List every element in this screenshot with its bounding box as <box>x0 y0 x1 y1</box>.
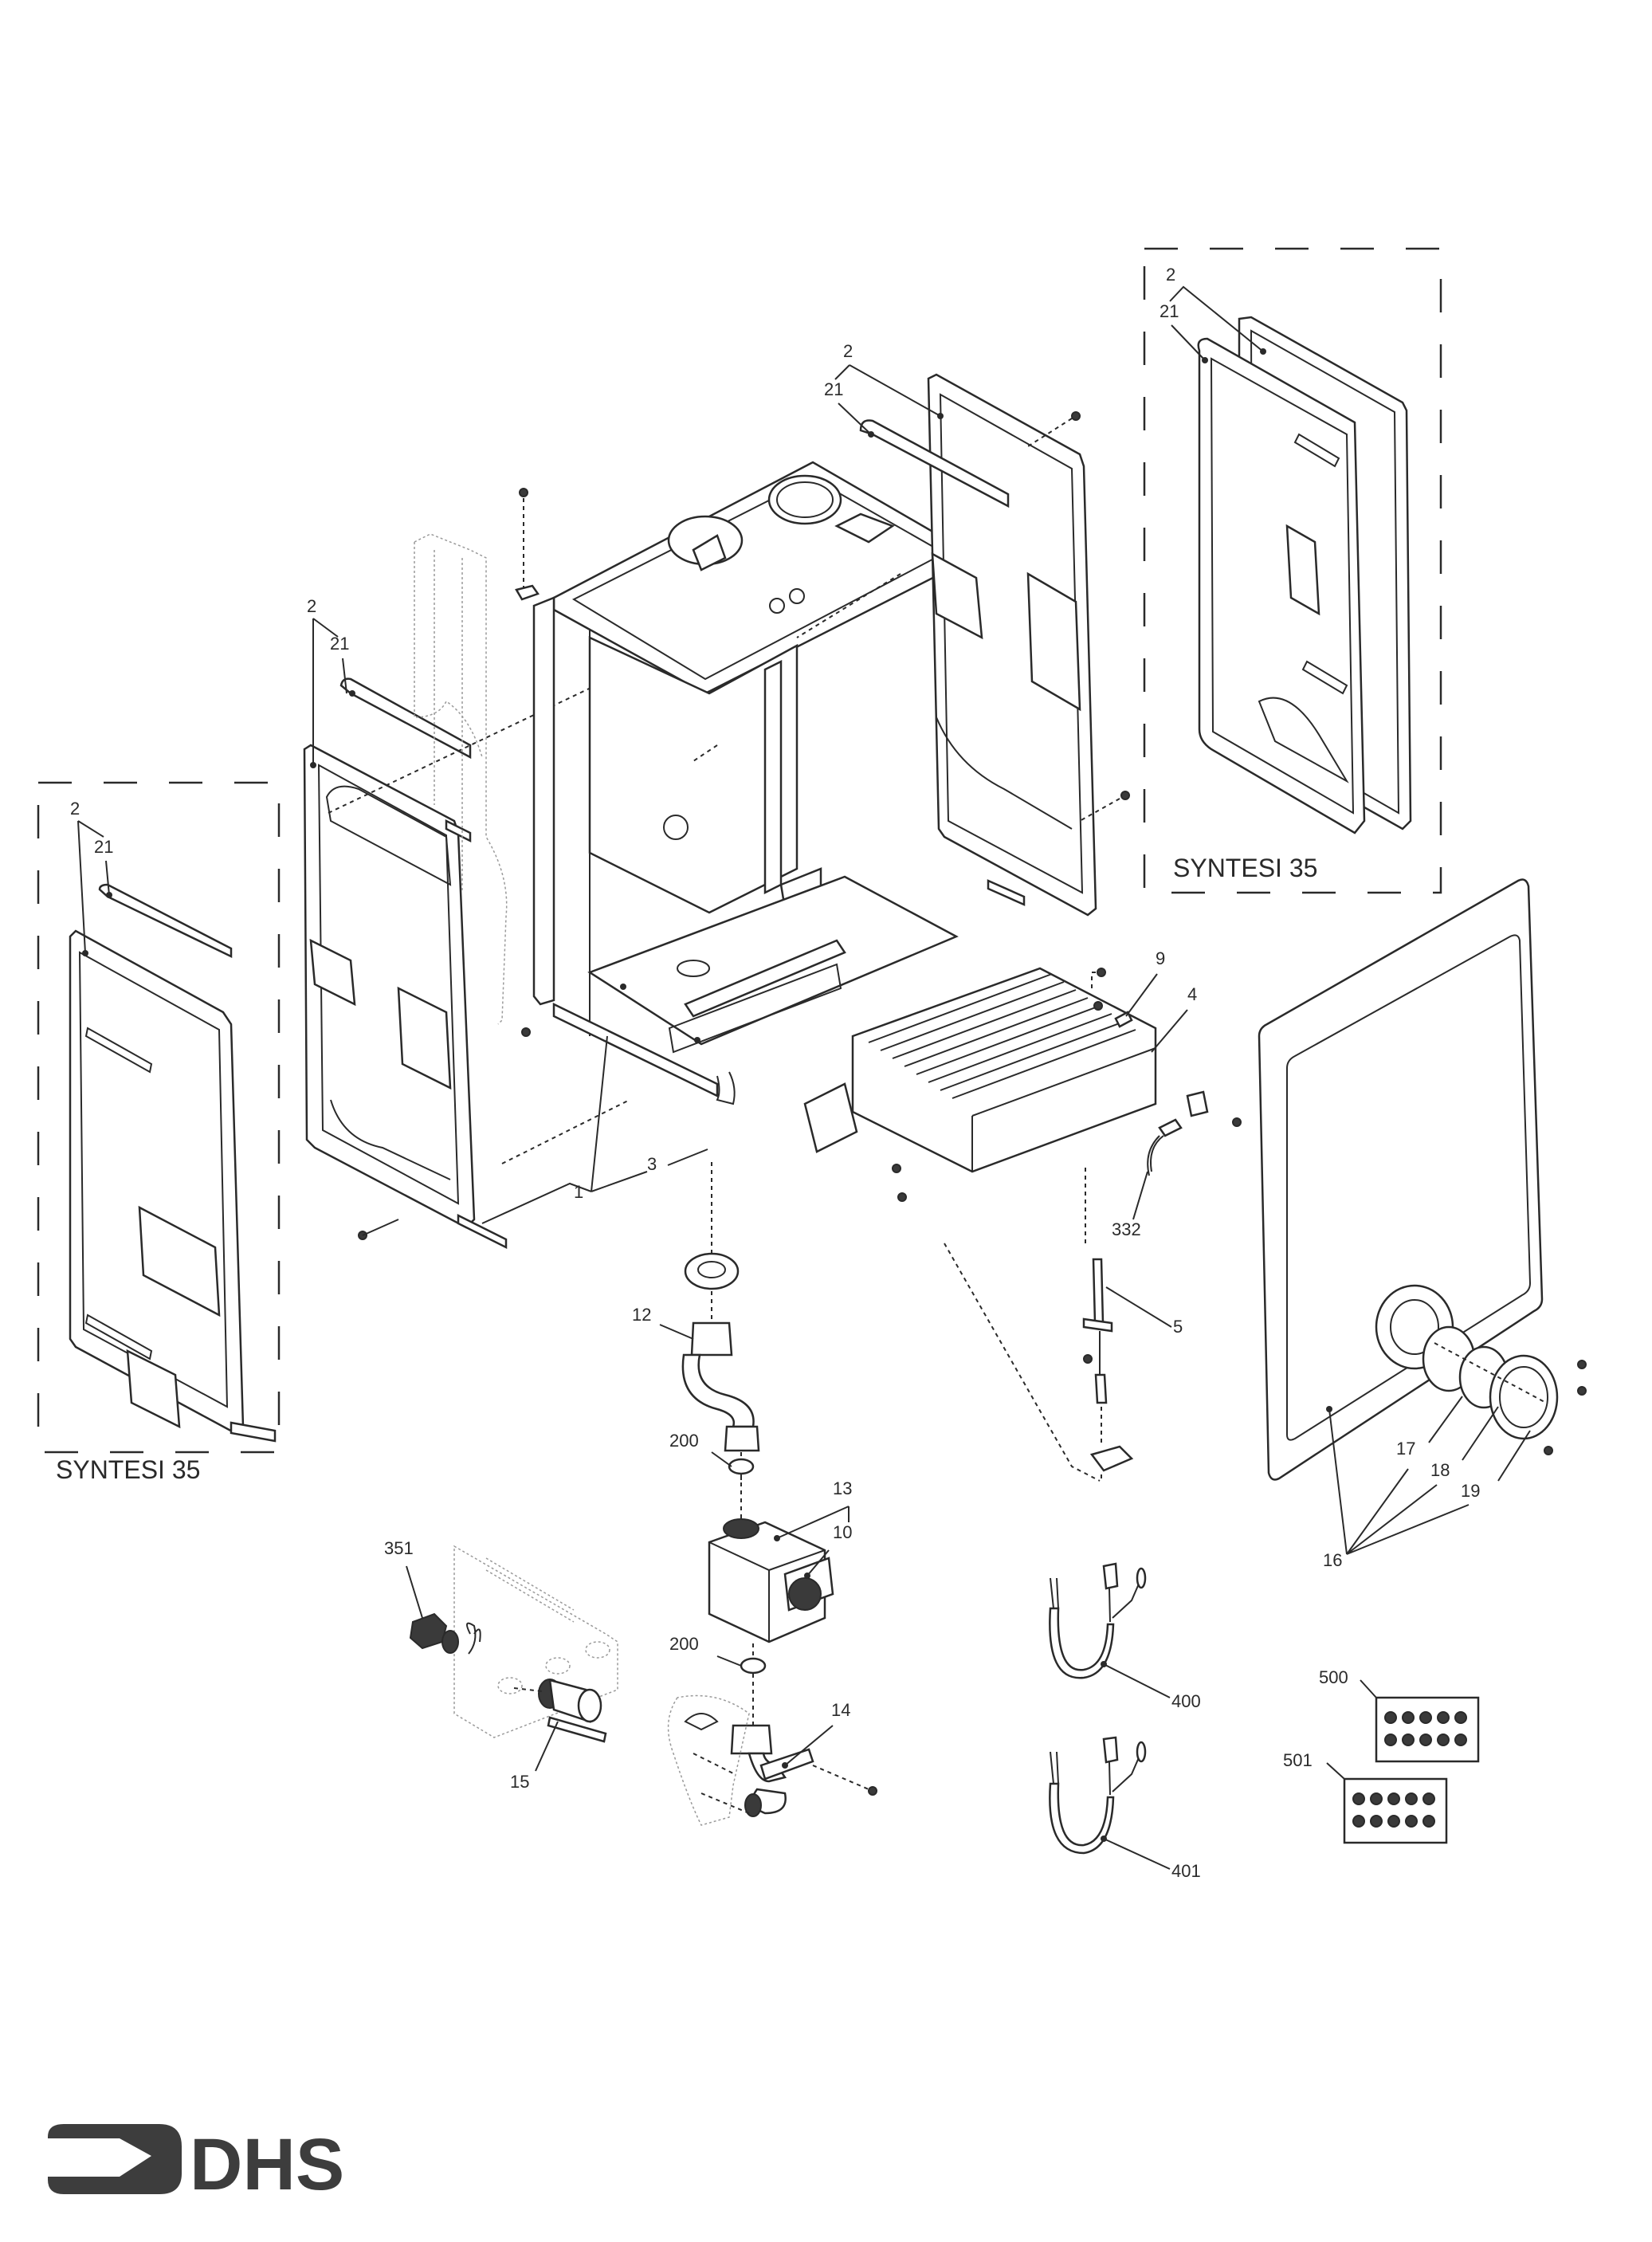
callout-4: 4 <box>1187 984 1197 1004</box>
cable-harness-400 <box>1049 1562 1147 1679</box>
callout-3: 3 <box>647 1154 657 1174</box>
callout-200: 200 <box>669 1634 699 1654</box>
washer <box>740 1657 767 1675</box>
callout-21: 21 <box>94 837 113 857</box>
burner-clip <box>1114 1011 1133 1028</box>
dashed-variant-border <box>1143 247 1442 894</box>
side-panel-left <box>303 677 508 1250</box>
screw <box>1071 411 1081 421</box>
injector <box>1402 1711 1415 1724</box>
screw <box>1232 1117 1242 1127</box>
callout-500: 500 <box>1319 1667 1348 1687</box>
injector-kit-500 <box>1375 1696 1480 1763</box>
electrode-bracket <box>1089 1445 1134 1472</box>
callout-10: 10 <box>833 1522 852 1542</box>
gas-cock <box>538 1679 607 1743</box>
callout-2: 2 <box>307 596 316 616</box>
side-panel-variant-left <box>69 883 277 1443</box>
callout-17: 17 <box>1396 1439 1415 1459</box>
callout-351: 351 <box>384 1538 414 1558</box>
callout-400: 400 <box>1171 1691 1201 1711</box>
injector <box>1454 1734 1467 1746</box>
grommet <box>684 1252 740 1290</box>
injector <box>1405 1792 1418 1805</box>
olive <box>441 1630 459 1654</box>
injector <box>1422 1815 1435 1828</box>
side-panel-variant-right <box>1197 316 1412 834</box>
injector <box>1352 1815 1365 1828</box>
callout-18: 18 <box>1430 1460 1450 1480</box>
side-panel-right <box>859 373 1097 917</box>
callout-13: 13 <box>833 1478 852 1498</box>
screw <box>1544 1446 1553 1455</box>
injector <box>1402 1734 1415 1746</box>
callout-2: 2 <box>843 341 853 361</box>
callout-14: 14 <box>831 1700 850 1720</box>
dhs-logo: DHS <box>48 2124 344 2200</box>
variant-label: SYNTESI 35 <box>1173 854 1317 882</box>
washer <box>728 1458 755 1475</box>
screw <box>868 1786 877 1796</box>
callout-19: 19 <box>1461 1481 1480 1501</box>
callout-200: 200 <box>669 1431 699 1451</box>
screw <box>892 1164 901 1173</box>
injector <box>1419 1734 1432 1746</box>
injector-kit-501 <box>1343 1777 1448 1844</box>
callout-21: 21 <box>330 634 349 654</box>
cable-harness-401 <box>1049 1736 1147 1855</box>
injector <box>1370 1792 1383 1805</box>
wall-bracket-ghost <box>414 533 508 1025</box>
screw <box>1093 1001 1103 1011</box>
injector <box>1387 1815 1400 1828</box>
callout-2: 2 <box>70 799 80 819</box>
callout-21: 21 <box>1160 301 1179 321</box>
injector <box>1384 1734 1397 1746</box>
screw <box>521 1027 531 1037</box>
screw <box>1083 1354 1093 1364</box>
injector <box>1387 1792 1400 1805</box>
injector <box>1422 1792 1435 1805</box>
screw <box>1577 1386 1587 1396</box>
gas-pipe <box>681 1321 760 1452</box>
callout-5: 5 <box>1173 1317 1183 1337</box>
electrode <box>1082 1258 1134 1482</box>
injector <box>1454 1711 1467 1724</box>
variant-label: SYNTESI 35 <box>56 1455 200 1484</box>
callout-9: 9 <box>1156 948 1165 968</box>
injector <box>1437 1711 1450 1724</box>
screw <box>897 1192 907 1202</box>
gas-valve <box>708 1518 834 1643</box>
injector <box>1419 1711 1432 1724</box>
callout-21: 21 <box>824 379 843 399</box>
burner <box>803 967 1157 1173</box>
arrow-right-icon <box>48 2124 182 2194</box>
main-frame <box>532 461 966 1105</box>
injector <box>1405 1815 1418 1828</box>
gas-bracket-ghost <box>667 1694 750 1826</box>
callout-16: 16 <box>1323 1550 1342 1570</box>
screw <box>1097 968 1106 977</box>
callout-2: 2 <box>1166 265 1175 285</box>
variant-box-left: SYNTESI 35 2 21 <box>37 781 281 1484</box>
logo-text: DHS <box>190 2124 344 2200</box>
screw <box>1577 1360 1587 1369</box>
burner-ramps <box>868 973 1136 1099</box>
injector <box>1370 1815 1383 1828</box>
callout-501: 501 <box>1283 1750 1313 1770</box>
callout-12: 12 <box>632 1305 651 1325</box>
screw <box>519 488 528 497</box>
callout-15: 15 <box>510 1772 529 1792</box>
injector <box>1384 1711 1397 1724</box>
injector <box>1437 1734 1450 1746</box>
callout-332: 332 <box>1112 1219 1141 1239</box>
variant-box-right: SYNTESI 35 2 21 <box>1143 247 1442 894</box>
injector <box>1352 1792 1365 1805</box>
gas-inlet-elbow <box>730 1724 814 1817</box>
callout-401: 401 <box>1171 1861 1201 1881</box>
nut <box>409 1612 448 1650</box>
screw <box>1120 791 1130 800</box>
gas-cock-ghost-bracket <box>453 1545 618 1738</box>
